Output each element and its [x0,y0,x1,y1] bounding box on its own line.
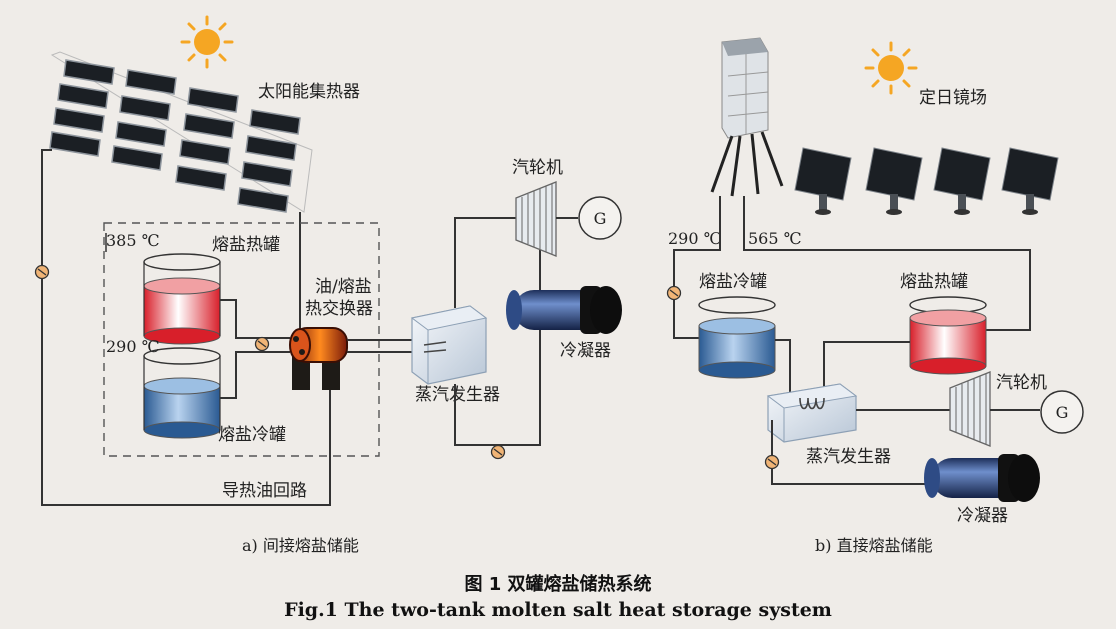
sun-icon [180,15,234,69]
condenser-label-b: 冷凝器 [957,506,1008,526]
indirect-storage-system: 太阳能集热器 385 ℃ 熔盐热罐 290 ℃ 熔盐冷罐 [34,15,622,555]
steam-gen-label: 蒸汽发生器 [415,385,500,405]
turbine-b [949,371,991,447]
caption-b: b) 直接熔盐储能 [815,536,933,555]
turbine-label: 汽轮机 [512,158,563,178]
receiver-tower [710,37,784,197]
steam-generator [410,305,488,385]
figure-caption-cn: 图 1 双罐熔盐储热系统 [464,573,651,595]
hot-tank-label-b: 熔盐热罐 [900,272,968,292]
condenser-b [924,454,1040,502]
hx-label-line1: 油/熔盐 [315,277,372,297]
direct-storage-system: 定日镜场 290 ℃ 565 ℃ [666,37,1084,555]
generator-symbol: G [594,209,607,228]
pump-icon [764,454,780,470]
hot-salt-return-pipe [743,196,1031,331]
generator: G [578,196,622,240]
pump-icon [666,285,682,301]
turbine [515,181,557,257]
pump-icon [254,336,270,352]
cold-tank-label-b: 熔盐冷罐 [699,272,767,292]
cold-salt-riser-pipe [673,196,721,339]
oil-loop-pipe [41,149,331,506]
cold-tank-label: 熔盐冷罐 [218,425,286,445]
hot-tank-b [909,296,987,375]
condenser-label: 冷凝器 [560,341,611,361]
storage-boundary [103,222,380,457]
figure-caption-en: Fig.1 The two-tank molten salt heat stor… [284,599,832,621]
heliostat-field [794,147,1059,215]
cold-tank [143,347,221,439]
heliostat-label: 定日镜场 [919,88,987,108]
oil-loop-label: 导热油回路 [222,481,307,501]
steam-gen-label-b: 蒸汽发生器 [806,447,891,467]
cold-tank-pipe [220,351,290,399]
hot-tank-pipe [220,299,290,339]
cold-temp-label: 290 ℃ [106,337,160,356]
generator-symbol-b: G [1056,403,1069,422]
oil-salt-heat-exchanger [289,327,348,390]
hot-tank-label: 熔盐热罐 [212,235,280,255]
pump-icon [490,444,506,460]
hx-label-line2: 热交换器 [305,299,373,319]
condenser [506,286,622,334]
collector-label: 太阳能集热器 [258,82,360,102]
generator-b: G [1040,390,1084,434]
steam-generator-b [766,383,858,443]
hot-temp-label-b: 565 ℃ [748,229,802,248]
sun-icon [864,41,918,95]
cold-tank-b [698,296,776,379]
pump-icon [34,264,50,280]
hot-tank [143,253,221,345]
hot-tank-to-sg-pipe [823,341,910,398]
solar-collector-array [49,51,313,213]
hx-to-steam-gen-pipe [347,339,412,353]
steam-to-turbine-pipe [454,217,516,308]
caption-a: a) 间接熔盐储能 [242,536,359,555]
turbine-label-b: 汽轮机 [996,373,1047,393]
hot-temp-label: 385 ℃ [106,231,160,250]
cold-temp-label-b: 290 ℃ [668,229,722,248]
collector-to-hx-pipe [296,212,301,331]
condenser-return-pipe-b [771,420,932,485]
